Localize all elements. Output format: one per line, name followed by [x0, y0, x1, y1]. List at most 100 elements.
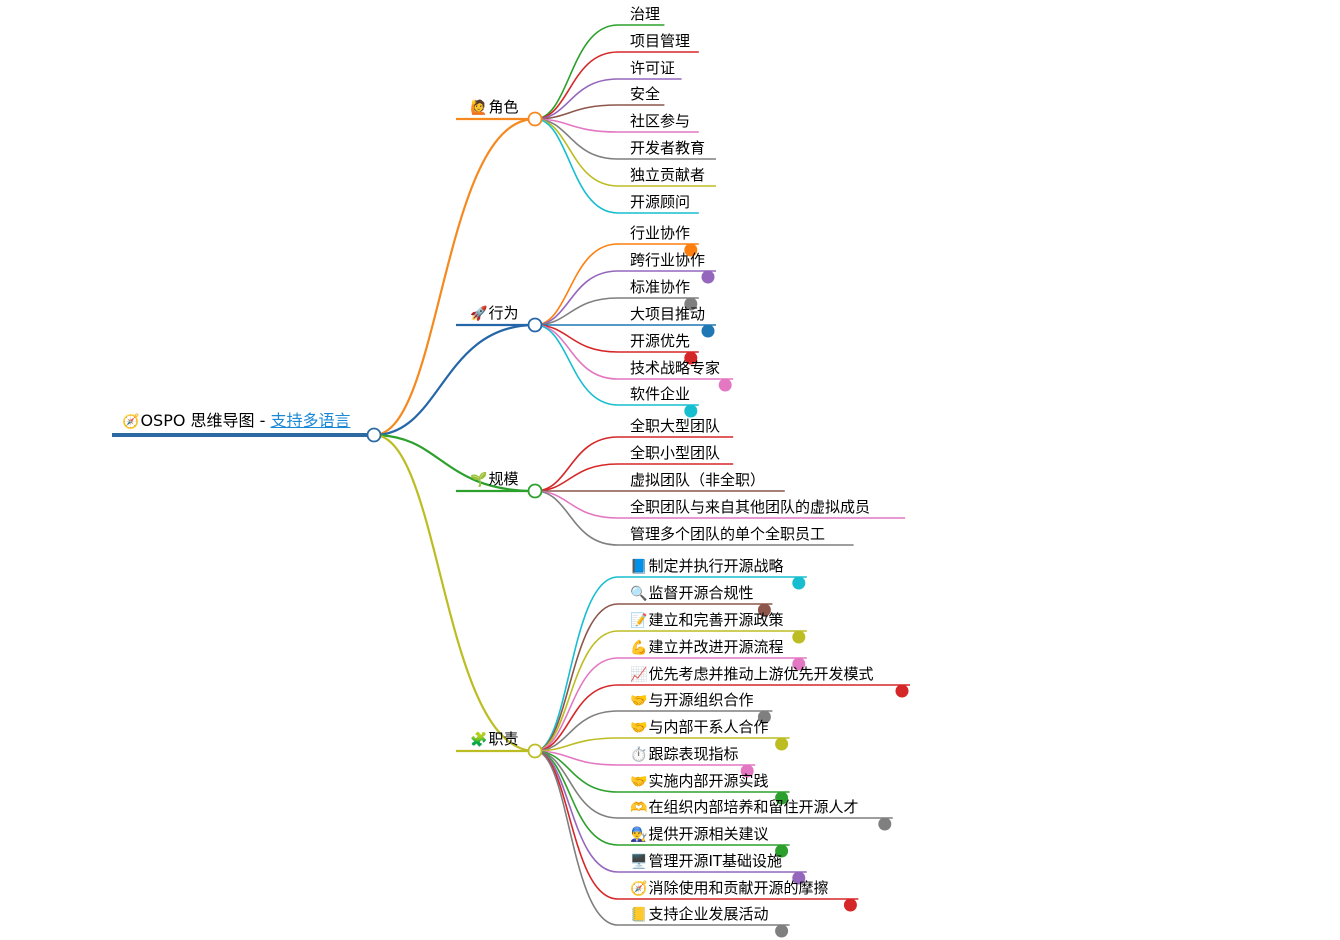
leaf-label: 社区参与: [630, 112, 691, 130]
leaf-label: 行业协作: [630, 224, 691, 242]
blue-book-icon: 📘: [630, 559, 648, 575]
leaf-node[interactable]: 📒支持企业发展活动: [630, 904, 768, 925]
leaf-label: 消除使用和贡献开源的摩擦: [648, 879, 829, 897]
leaf-node[interactable]: 开源优先: [630, 331, 690, 351]
collapsed-node-dot[interactable]: [792, 657, 806, 671]
leaf-node[interactable]: 📘制定并执行开源战略: [630, 556, 783, 577]
leaf-node[interactable]: 🤝实施内部开源实践: [630, 771, 768, 792]
collapsed-node-dot[interactable]: [684, 297, 698, 311]
branch-collapse-toggle[interactable]: [527, 317, 543, 333]
leaf-node[interactable]: 🧭消除使用和贡献开源的摩擦: [630, 878, 828, 899]
leaf-node[interactable]: 🔍监督开源合规性: [630, 583, 753, 604]
branch-collapse-toggle[interactable]: [527, 111, 543, 127]
collapsed-node-dot[interactable]: [684, 243, 698, 257]
leaf-label: 与开源组织合作: [648, 691, 754, 709]
ledger-icon: 📒: [630, 907, 648, 923]
leaf-node[interactable]: 项目管理: [630, 31, 690, 51]
leaf-node[interactable]: 大项目推动: [630, 304, 705, 324]
leaf-node[interactable]: 行业协作: [630, 223, 690, 243]
leaf-label: 大项目推动: [630, 305, 706, 323]
root-collapse-toggle[interactable]: [366, 427, 382, 443]
leaf-link: [534, 710, 619, 752]
handshake-icon: 🤝: [630, 774, 648, 790]
leaf-node[interactable]: 💪建立并改进开源流程: [630, 637, 783, 658]
leaf-label: 与内部干系人合作: [648, 718, 769, 736]
leaf-node[interactable]: 🫶在组织内部培养和留住开源人才: [630, 797, 858, 818]
branch-label: 行为: [488, 304, 519, 322]
branch-node[interactable]: 🙋角色: [470, 97, 518, 118]
leaf-node[interactable]: 许可证: [630, 58, 675, 78]
collapsed-node-dot[interactable]: [792, 871, 806, 885]
collapsed-node-dot[interactable]: [757, 710, 771, 724]
leaf-label: 全职大型团队: [630, 417, 721, 435]
leaf-node[interactable]: 虚拟团队（非全职）: [630, 470, 765, 490]
leaf-node[interactable]: 开发者教育: [630, 138, 705, 158]
leaf-label: 许可证: [630, 59, 676, 77]
leaf-label: 软件企业: [630, 385, 691, 403]
leaf-node[interactable]: 🖥️管理开源IT基础设施: [630, 851, 782, 872]
collapsed-node-dot[interactable]: [775, 924, 789, 938]
collapsed-node-dot[interactable]: [843, 898, 857, 912]
leaf-node[interactable]: 社区参与: [630, 111, 690, 131]
leaf-link: [534, 436, 619, 492]
leaf-label: 跟踪表现指标: [648, 745, 739, 763]
root-title: 🧭OSPO 思维导图 - 支持多语言: [122, 411, 350, 432]
branch-collapse-toggle[interactable]: [527, 483, 543, 499]
leaf-node[interactable]: 管理多个团队的单个全职员工: [630, 524, 825, 544]
branch-link: [373, 323, 536, 437]
root-title-text: OSPO 思维导图 -: [140, 411, 271, 430]
leaf-label: 开发者教育: [630, 139, 706, 157]
leaf-label: 全职团队与来自其他团队的虚拟成员: [630, 498, 871, 516]
leaf-node[interactable]: 独立贡献者: [630, 165, 705, 185]
collapsed-node-dot[interactable]: [701, 270, 715, 284]
leaf-node[interactable]: 🤝与内部干系人合作: [630, 717, 768, 738]
technologist-icon: 👨‍🔧: [630, 827, 648, 843]
branch-label: 角色: [488, 98, 519, 116]
leaf-node[interactable]: 👨‍🔧提供开源相关建议: [630, 824, 768, 845]
leaf-node[interactable]: 开源顾问: [630, 192, 690, 212]
heart-hands-icon: 🫶: [630, 800, 648, 816]
desktop-computer-icon: 🖥️: [630, 854, 648, 870]
leaf-link: [534, 78, 619, 120]
collapsed-node-dot[interactable]: [757, 603, 771, 617]
leaf-label: 虚拟团队（非全职）: [630, 471, 766, 489]
collapsed-node-dot[interactable]: [775, 737, 789, 751]
branch-node[interactable]: 🧩职责: [470, 729, 518, 750]
leaf-node[interactable]: 软件企业: [630, 384, 690, 404]
leaf-node[interactable]: 技术战略专家: [630, 358, 720, 378]
leaf-node[interactable]: 全职小型团队: [630, 443, 720, 463]
leaf-link: [534, 118, 619, 160]
leaf-node[interactable]: ⏱️跟踪表现指标: [630, 744, 738, 765]
collapsed-node-dot[interactable]: [740, 764, 754, 778]
branch-node[interactable]: 🌱规模: [470, 469, 518, 490]
leaf-link: [534, 324, 619, 406]
leaf-label: 治理: [630, 5, 661, 23]
collapsed-node-dot[interactable]: [792, 630, 806, 644]
compass-icon: 🧭: [122, 414, 140, 430]
multilingual-link[interactable]: 支持多语言: [270, 411, 351, 430]
collapsed-node-dot[interactable]: [684, 351, 698, 365]
collapsed-node-dot[interactable]: [775, 791, 789, 805]
leaf-node[interactable]: 安全: [630, 84, 660, 104]
leaf-node[interactable]: 全职团队与来自其他团队的虚拟成员: [630, 497, 870, 517]
collapsed-node-dot[interactable]: [775, 844, 789, 858]
collapsed-node-dot[interactable]: [792, 576, 806, 590]
leaf-node[interactable]: 治理: [630, 4, 660, 24]
chart-increasing-icon: 📈: [630, 667, 648, 683]
leaf-node[interactable]: 📈优先考虑并推动上游优先开发模式: [630, 664, 873, 685]
leaf-node[interactable]: 标准协作: [630, 277, 690, 297]
leaf-label: 管理多个团队的单个全职员工: [630, 525, 826, 543]
collapsed-node-dot[interactable]: [718, 378, 732, 392]
leaf-node[interactable]: 全职大型团队: [630, 416, 720, 436]
collapsed-node-dot[interactable]: [878, 817, 892, 831]
branch-collapse-toggle[interactable]: [527, 743, 543, 759]
collapsed-node-dot[interactable]: [684, 404, 698, 418]
collapsed-node-dot[interactable]: [895, 684, 909, 698]
branch-node[interactable]: 🚀行为: [470, 303, 518, 324]
collapsed-node-dot[interactable]: [701, 324, 715, 338]
leaf-node[interactable]: 📝建立和完善开源政策: [630, 610, 783, 631]
leaf-node[interactable]: 🤝与开源组织合作: [630, 690, 753, 711]
leaf-link: [534, 490, 619, 546]
leaf-node[interactable]: 跨行业协作: [630, 250, 705, 270]
seedling-icon: 🌱: [470, 472, 488, 488]
